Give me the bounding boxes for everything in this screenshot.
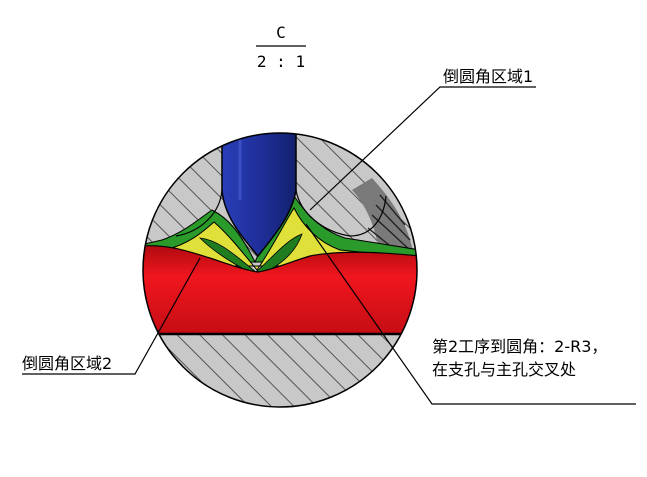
fillet-inner (198, 233, 303, 277)
section-detail (143, 133, 417, 407)
bore-edge-left (175, 189, 223, 237)
main-hole (143, 245, 417, 335)
view-letter: C (276, 23, 286, 42)
label-region1: 倒圆角区域1 (443, 67, 533, 86)
label-note-line2: 在支孔与主孔交叉处 (432, 360, 576, 379)
label-region2: 倒圆角区域2 (22, 354, 112, 373)
bore-shading-lines (367, 194, 413, 263)
label-note-line1: 第2工序到圆角：2-R3， (432, 337, 607, 356)
leader-region1 (309, 86, 536, 211)
leader-region2 (22, 257, 201, 375)
section-outline (142, 132, 418, 408)
view-scale: 2 : 1 (257, 52, 305, 71)
leader-note (305, 223, 636, 405)
bore-edge-right (295, 189, 387, 237)
